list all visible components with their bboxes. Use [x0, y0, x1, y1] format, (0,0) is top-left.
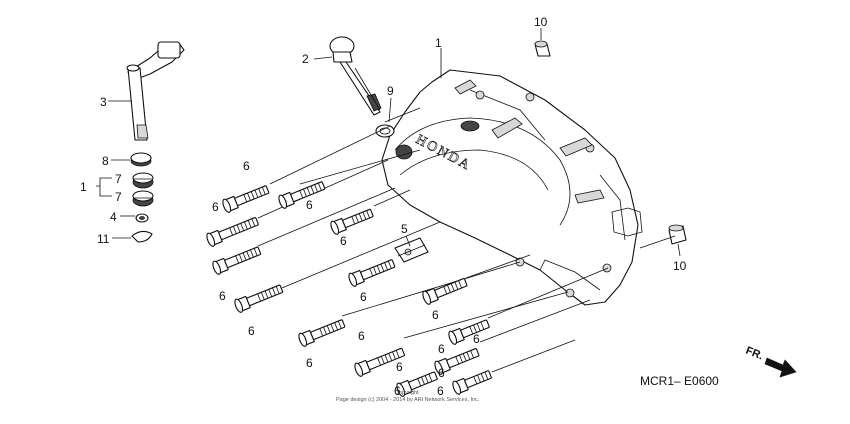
callout-6[interactable]: 6	[248, 324, 255, 338]
bushing[interactable]	[130, 152, 152, 167]
bolt[interactable]	[447, 317, 490, 345]
bolt[interactable]	[233, 282, 284, 313]
copyright-notice: Page design (c) 2004 - 2014 by ARI Netwo…	[336, 397, 480, 403]
callout-6[interactable]: 6	[212, 200, 219, 214]
bolt[interactable]	[221, 183, 270, 214]
dipstick[interactable]	[329, 36, 382, 116]
oil-seal-upper[interactable]	[132, 172, 154, 189]
shift-shaft[interactable]	[126, 41, 185, 141]
bolt[interactable]	[353, 345, 406, 377]
callout-9[interactable]: 9	[387, 84, 394, 98]
callout-6[interactable]: 6	[219, 289, 226, 303]
direction-label: FR.	[744, 345, 765, 363]
oring[interactable]	[375, 124, 395, 138]
bolt[interactable]	[277, 179, 326, 210]
oil-seal-lower[interactable]	[132, 190, 154, 207]
callout-7-upper[interactable]: 7	[115, 172, 122, 186]
dowel-pin-top[interactable]	[534, 40, 551, 57]
diagram-code: MCR1– E0600	[640, 374, 719, 388]
callout-6[interactable]: 6	[473, 332, 480, 346]
flange-bolts	[205, 179, 492, 397]
bolt[interactable]	[451, 368, 492, 396]
callout-6[interactable]: 6	[438, 366, 445, 380]
callout-11[interactable]: 11	[97, 232, 110, 246]
callout-6[interactable]: 6	[306, 356, 313, 370]
callout-4[interactable]: 4	[110, 210, 117, 224]
callout-10-right[interactable]: 10	[673, 259, 687, 273]
callout-6[interactable]: 6	[432, 308, 439, 322]
callout-6[interactable]: 6	[243, 159, 250, 173]
callout-6[interactable]: 6	[358, 329, 365, 343]
callout-6[interactable]: 6	[438, 342, 445, 356]
callout-1-kit[interactable]: 1	[80, 180, 87, 194]
callout-7-lower[interactable]: 7	[115, 190, 122, 204]
callout-6[interactable]: 6	[340, 234, 347, 248]
callout-5[interactable]: 5	[401, 222, 408, 236]
callout-3[interactable]: 3	[100, 95, 107, 109]
dowel-pin-right[interactable]	[668, 224, 687, 245]
front-direction-indicator: FR.	[744, 345, 797, 378]
bolt[interactable]	[297, 317, 346, 348]
clip[interactable]	[131, 230, 153, 243]
bolt[interactable]	[433, 346, 480, 376]
callout-6[interactable]: 6	[394, 384, 401, 398]
bracket[interactable]	[394, 237, 429, 263]
bolt[interactable]	[395, 369, 438, 397]
callout-8[interactable]: 8	[102, 154, 109, 168]
copyright-label: Copyright	[395, 390, 419, 396]
callout-2[interactable]: 2	[302, 52, 309, 66]
callout-6[interactable]: 6	[306, 198, 313, 212]
arrow-right-icon	[764, 357, 797, 378]
callout-labels: 1 2 3 9 8 7 7 1 4 11 5 10 10 6 6 6 6 6 6…	[80, 15, 687, 398]
bolt[interactable]	[421, 276, 468, 306]
callout-10-top[interactable]: 10	[534, 15, 548, 29]
washer[interactable]	[135, 213, 149, 223]
callout-6[interactable]: 6	[396, 360, 403, 374]
assembly-lines	[257, 67, 676, 373]
callout-6[interactable]: 6	[437, 384, 444, 398]
bolt[interactable]	[329, 206, 374, 235]
bolt[interactable]	[205, 215, 259, 248]
bolt[interactable]	[347, 257, 396, 288]
callout-leaders	[96, 28, 681, 257]
bolt[interactable]	[211, 244, 262, 275]
callout-1[interactable]: 1	[435, 36, 442, 50]
callout-6[interactable]: 6	[360, 290, 367, 304]
